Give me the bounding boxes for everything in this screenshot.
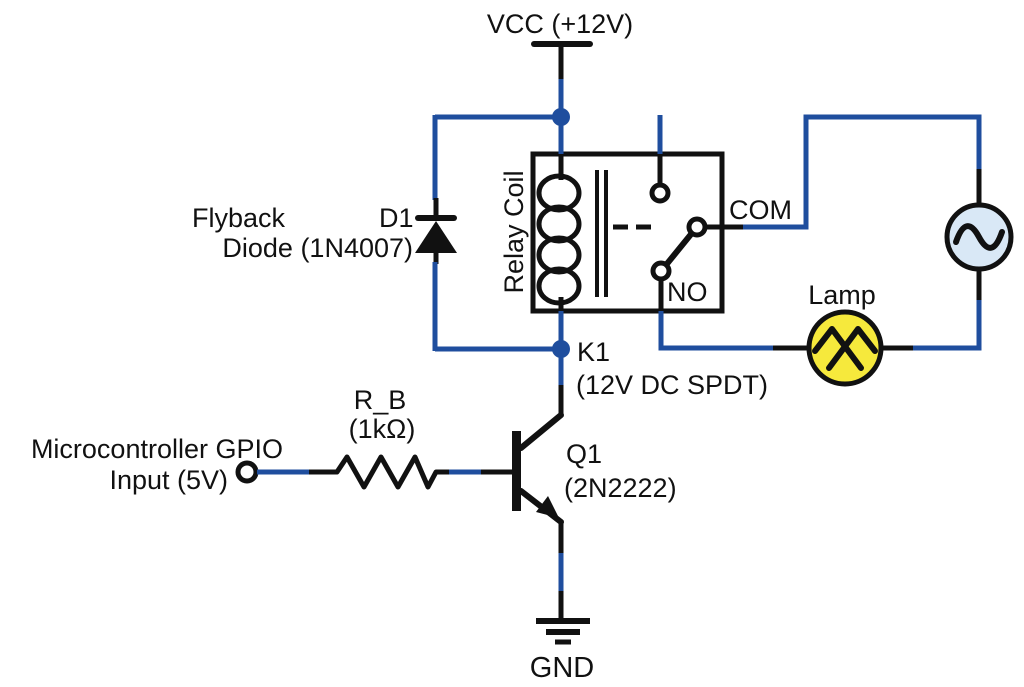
ground-icon xyxy=(536,618,590,645)
relay-box xyxy=(530,151,725,314)
input-terminal-icon xyxy=(235,460,259,484)
com-contact-label: COM xyxy=(729,195,792,225)
flyback-diode-branch xyxy=(415,114,561,352)
lamp-icon xyxy=(806,309,884,387)
relay-no-contact xyxy=(650,260,672,282)
relay-k1 xyxy=(530,115,743,358)
q1-ref-label: Q1 xyxy=(566,439,602,469)
d1-ref-label: D1 xyxy=(379,203,414,233)
flyback-label-line1: Flyback xyxy=(192,203,286,233)
k1-value-label: (12V DC SPDT) xyxy=(576,370,768,400)
relay-nc-contact xyxy=(649,182,671,204)
npn-transistor-icon xyxy=(512,412,564,525)
rb-ref-label: R_B xyxy=(354,385,407,415)
flyback-label-line2: Diode (1N4007) xyxy=(222,233,413,263)
k1-ref-label: K1 xyxy=(577,337,610,367)
rb-value-label: (1kΩ) xyxy=(349,414,416,444)
gnd-label: GND xyxy=(530,652,594,684)
relay-coil-icon xyxy=(536,154,582,311)
gpio-input-branch xyxy=(235,454,512,490)
q1-value-label: (2N2222) xyxy=(564,473,677,503)
transistor-q1 xyxy=(512,349,564,621)
lamp-label: Lamp xyxy=(808,280,876,310)
diode-icon xyxy=(415,215,457,253)
gpio-label-line2: Input (5V) xyxy=(109,465,228,495)
no-contact-label: NO xyxy=(667,277,708,307)
vcc-power-rail xyxy=(531,41,593,126)
vcc-label: VCC (+12V) xyxy=(487,9,633,39)
ac-source-icon xyxy=(944,202,1014,272)
load-circuit xyxy=(658,114,1014,387)
resistor-icon xyxy=(334,454,439,490)
relay-com-contact xyxy=(686,216,708,238)
relay-core-icon xyxy=(595,170,608,297)
relay-coil-label: Relay Coil xyxy=(499,170,529,293)
gpio-label-line1: Microcontroller GPIO xyxy=(31,434,283,464)
relay-switch-icon xyxy=(649,115,743,311)
labels: VCC (+12V) Flyback Diode (1N4007) D1 Rel… xyxy=(31,9,876,684)
